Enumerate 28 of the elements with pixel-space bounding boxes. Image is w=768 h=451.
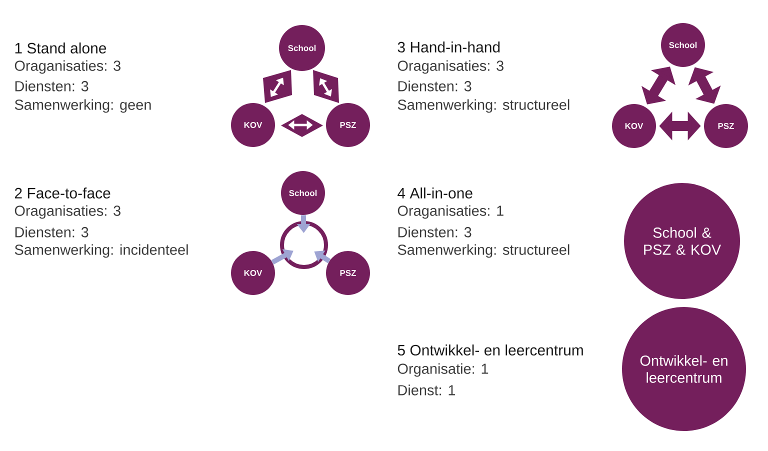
text-line: Oraganisaties: 1: [398, 205, 504, 219]
text-line: Diensten: 3: [15, 80, 88, 92]
text-line: Oraganisaties: 3: [14, 60, 120, 74]
circle-node: School: [661, 23, 705, 67]
heading: 1 Stand alone: [15, 42, 106, 54]
text-line: Diensten: 3: [15, 226, 88, 238]
text-line: Organisatie: 1: [398, 363, 488, 377]
text-line: Dienst: 1: [398, 384, 456, 396]
text-line: Samenwerking: structureel: [398, 244, 570, 258]
text-line: Oraganisaties: 3: [14, 205, 120, 219]
heading: 3 Hand-in-hand: [398, 42, 500, 52]
circle-node: KOV: [231, 103, 275, 147]
text-line: Oraganisaties: 3: [398, 60, 504, 74]
circle-node: KOV: [231, 251, 275, 295]
text-line: Samenwerking: structureel: [398, 99, 570, 113]
circle-node: PSZ: [326, 103, 370, 147]
ring: [280, 221, 328, 269]
circle-node: School & PSZ & KOV: [624, 183, 740, 299]
circle-node: PSZ: [326, 251, 370, 295]
circle-node: School: [279, 25, 325, 71]
circle-node: Ontwikkel- en leercentrum: [622, 307, 746, 431]
text-line: Samenwerking: geen: [14, 99, 151, 113]
circle-node: KOV: [612, 104, 656, 148]
circle-node: PSZ: [704, 104, 748, 148]
heading: 5 Ontwikkel- en leercentrum: [398, 344, 583, 356]
heading: 2 Face-to-face: [14, 188, 110, 198]
circle-node: School: [281, 171, 325, 215]
heading: 4 All-in-one: [398, 188, 472, 198]
